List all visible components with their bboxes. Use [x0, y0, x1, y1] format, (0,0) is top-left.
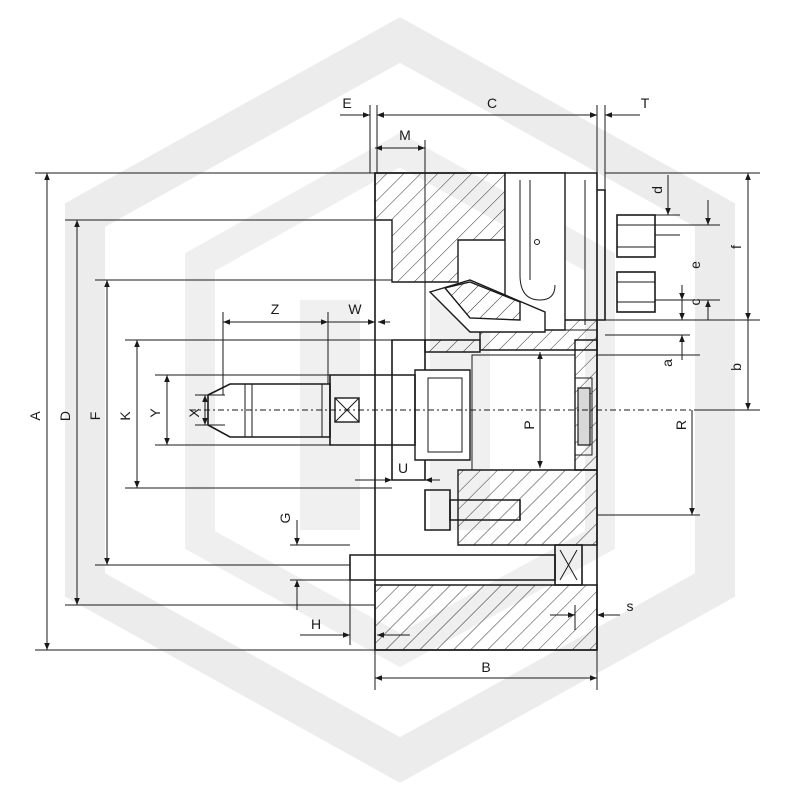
dim-label-W: W: [348, 301, 362, 317]
dim-label-F: F: [87, 412, 103, 421]
dim-label-X: X: [186, 408, 202, 418]
dimension-lines: [35, 105, 760, 690]
dim-label-f: f: [728, 245, 744, 249]
jaw-bolts: [616, 214, 656, 313]
dim-label-D: D: [57, 411, 73, 421]
dim-label-B: B: [481, 659, 490, 675]
dim-label-K: K: [117, 411, 133, 421]
dim-label-E: E: [342, 95, 351, 111]
dimension-labels: A D F K Y X Z W E C T M U G H B s P R f …: [27, 95, 744, 675]
dim-label-R: R: [673, 420, 689, 430]
dim-label-T: T: [641, 95, 650, 111]
dim-label-Y: Y: [147, 408, 163, 418]
dim-label-P: P: [521, 420, 537, 429]
dim-label-b: b: [728, 363, 744, 371]
mounting-screws: [349, 489, 583, 586]
dim-label-M: M: [399, 127, 411, 143]
dim-label-d: d: [649, 186, 665, 194]
dim-label-c: c: [687, 299, 703, 306]
dim-label-C: C: [487, 95, 497, 111]
dim-label-e: e: [687, 261, 703, 269]
dim-label-U: U: [398, 460, 408, 476]
chuck-body: [374, 172, 606, 651]
dim-label-Z: Z: [271, 301, 280, 317]
dim-label-s: s: [627, 598, 634, 614]
piston-assembly: [391, 339, 593, 481]
dim-label-G: G: [277, 513, 293, 524]
dim-label-A: A: [27, 411, 43, 421]
dim-label-H: H: [311, 616, 321, 632]
dim-label-a: a: [659, 359, 675, 367]
